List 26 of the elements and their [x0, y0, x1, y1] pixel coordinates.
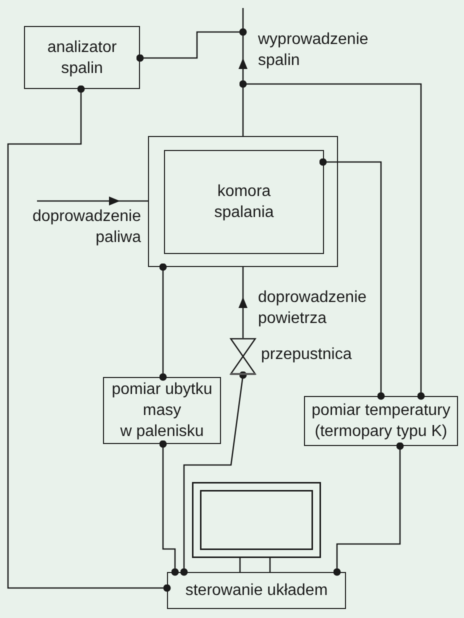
signal-line — [319, 158, 385, 400]
signal-line — [333, 442, 404, 576]
valve-symbol — [230, 338, 256, 375]
outer-frame — [148, 136, 338, 267]
process-box — [167, 572, 346, 609]
box-label: analizator spalin — [46, 38, 118, 78]
signal-line — [7, 85, 171, 592]
signal-line — [136, 28, 247, 62]
signal-line — [239, 80, 425, 400]
signal-line — [180, 371, 247, 576]
monitor-drawing — [192, 482, 321, 558]
symbol-caption: przepustnica — [261, 344, 352, 365]
flow-arrow — [238, 267, 248, 338]
signal-line — [159, 440, 179, 576]
process-box — [164, 150, 324, 254]
stand-lines — [239, 557, 271, 573]
flow-arrow — [238, 8, 248, 136]
box-label: pomiar temperatury (termopary typu K) — [310, 401, 452, 442]
flow-arrow — [37, 196, 148, 206]
process-box — [24, 26, 140, 89]
box-label: sterowanie układem — [185, 581, 328, 601]
signal-line — [159, 263, 167, 381]
box-label: pomiar ubytku masy w palenisku — [112, 380, 212, 442]
process-box — [103, 377, 221, 444]
box-label: komora spalania — [213, 182, 275, 223]
process-box — [304, 396, 458, 446]
